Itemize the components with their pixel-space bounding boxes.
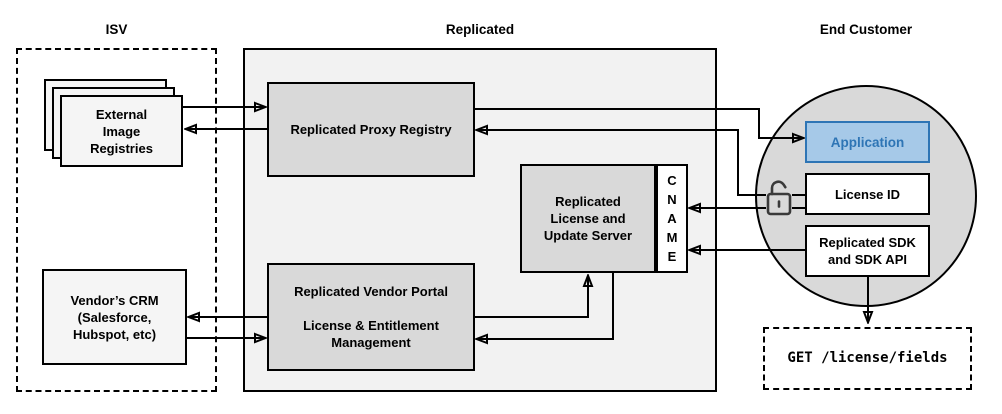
cname-letter: E (667, 249, 677, 264)
section-title-end-customer: End Customer (819, 22, 913, 37)
section-title-replicated: Replicated (445, 22, 515, 37)
node-license-update-server: Replicated License and Update Server (520, 164, 656, 273)
node-external-image-registries: External Image Registries (60, 95, 183, 167)
node-label: Replicated SDK and SDK API (819, 235, 916, 267)
cname-letter: M (666, 230, 678, 245)
section-title-isv: ISV (105, 22, 128, 37)
node-cname: C N A M E (656, 164, 688, 273)
endpoint-label: GET /license/fields (787, 350, 948, 366)
node-application: Application (805, 121, 930, 163)
node-vendor-portal: Replicated Vendor Portal License & Entit… (267, 263, 475, 371)
node-label: Replicated Proxy Registry (290, 122, 452, 137)
node-label: Replicated License and Update Server (543, 194, 633, 243)
node-label: External Image Registries (90, 106, 153, 156)
node-license-id: License ID (805, 173, 930, 215)
node-label: License ID (834, 186, 901, 202)
node-proxy-registry: Replicated Proxy Registry (267, 82, 475, 177)
cname-letter: C (667, 173, 677, 188)
open-padlock-icon (766, 180, 792, 216)
node-get-license-fields: GET /license/fields (763, 327, 972, 390)
node-label: Replicated Vendor Portal License & Entit… (294, 284, 448, 350)
node-vendors-crm: Vendor’s CRM (Salesforce, Hubspot, etc) (42, 269, 187, 365)
cname-letter: N (667, 192, 677, 207)
cname-letter: A (667, 211, 677, 226)
node-replicated-sdk: Replicated SDK and SDK API (805, 225, 930, 277)
node-label: Vendor’s CRM (Salesforce, Hubspot, etc) (70, 292, 159, 342)
node-label: Application (830, 134, 905, 150)
